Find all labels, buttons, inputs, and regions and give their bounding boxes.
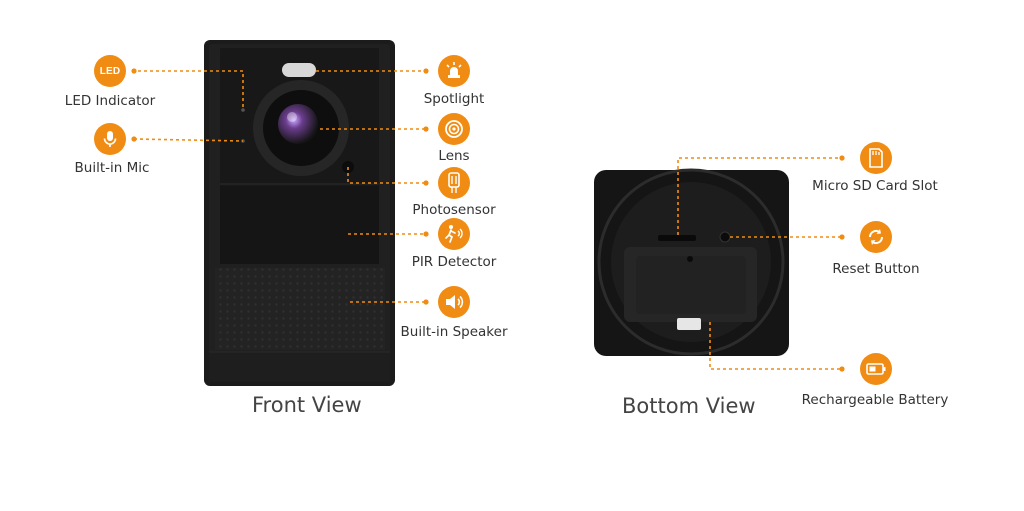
bottom-camera-device: [594, 168, 789, 356]
leader-lines: [133, 70, 842, 370]
led-icon: LED: [94, 55, 126, 87]
rechargeable-battery-label: Rechargeable Battery: [801, 392, 949, 408]
photosensor-label: Photosensor: [412, 202, 496, 218]
front-camera-device: [204, 40, 395, 386]
bottom-view-caption: Bottom View: [622, 394, 756, 418]
battery-icon: [860, 353, 892, 385]
leader-endpoints: [131, 68, 845, 372]
micro-sd-card-slot-label: Micro SD Card Slot: [812, 178, 938, 194]
pir-motion-icon: [438, 218, 470, 250]
built-in-mic-label: Built-in Mic: [74, 160, 150, 176]
front-view-caption: Front View: [252, 393, 362, 417]
reset-icon: [860, 221, 892, 253]
sd-slot: [658, 235, 696, 241]
speaker-icon: [438, 286, 470, 318]
spotlight-label: Spotlight: [423, 91, 485, 107]
pir-detector-label: PIR Detector: [411, 254, 497, 270]
photosensor-icon: [438, 167, 470, 199]
built-in-speaker-label: Built-in Speaker: [400, 324, 508, 340]
sd-card-icon: [860, 142, 892, 174]
lens-label: Lens: [438, 148, 470, 164]
led-indicator-label: LED Indicator: [64, 93, 156, 109]
spotlight-icon: [438, 55, 470, 87]
microphone-icon: [94, 123, 126, 155]
reset-button-label: Reset Button: [832, 261, 920, 277]
lens-icon: [438, 113, 470, 145]
